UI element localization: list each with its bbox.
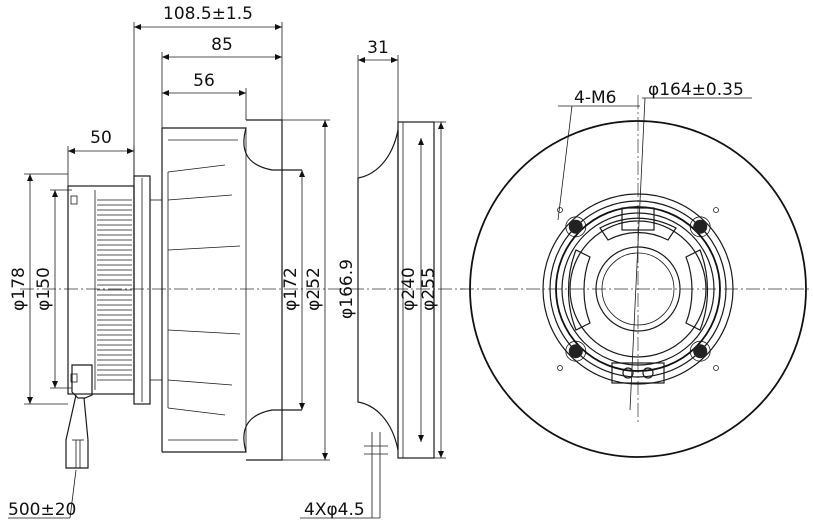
dim-d150: φ150 [34,267,54,311]
dim-d255: φ255 [419,267,439,311]
motor-housing [67,175,163,405]
mount-point [557,207,563,213]
dim-motor-length: 50 [90,128,112,148]
bolt-hole [568,344,583,359]
bolt-hole-ring [689,216,711,238]
bolt-hole-ring [565,340,587,362]
dim-d172: φ172 [281,267,301,311]
dim-inlet-depth: 56 [193,71,215,91]
dim-ring-width: 31 [367,38,389,58]
bolt-hole-ring [689,340,711,362]
dim-d178: φ178 [9,267,29,311]
cable [65,364,93,469]
dim-d240: φ240 [399,267,419,311]
inlet-ring [357,121,435,459]
dim-overall-length: 108.5±1.5 [163,4,253,24]
dim-mount-holes: 4Xφ4.5 [304,500,365,520]
dim-impeller-length: 85 [211,35,233,55]
bolt-hole [693,344,708,359]
mount-point [713,365,719,371]
impeller [161,119,302,461]
mount-point [557,365,563,371]
bolt-hole [693,219,708,234]
dim-bolt-circle: φ164±0.35 [648,80,744,100]
dim-d252: φ252 [304,267,324,311]
dim-d166: φ166.9 [337,259,357,319]
dim-cable-length: 500±20 [8,500,76,520]
bolt-hole-ring [565,216,587,238]
dim-thread-spec: 4-M6 [574,88,616,108]
bolt-hole [568,219,583,234]
mount-point [713,207,719,213]
front-view: 4-M6 φ164±0.35 [460,80,812,458]
side-view: 108.5±1.5 85 56 50 31 φ178 φ150 φ172 [8,4,465,520]
